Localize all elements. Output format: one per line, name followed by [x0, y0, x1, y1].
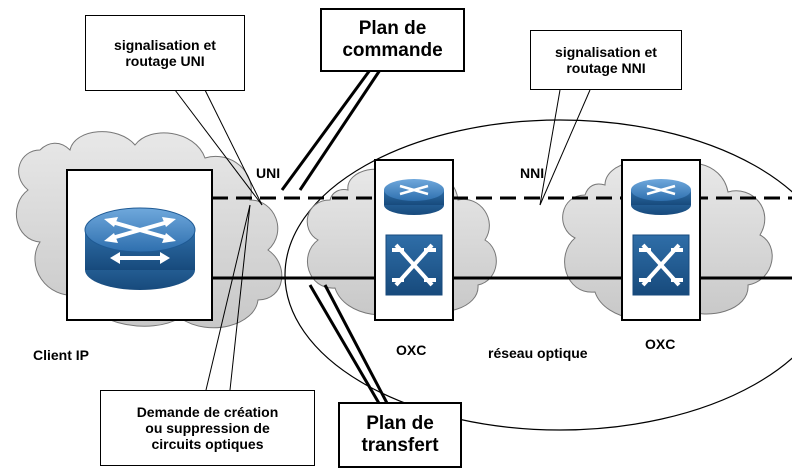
oxc-right-node — [621, 159, 701, 321]
request-line3: circuits optiques — [151, 436, 264, 452]
nni-signal-line1: signalisation et — [555, 44, 657, 60]
command-plane-pointer — [280, 69, 382, 191]
uni-signal-callout: signalisation et routage UNI — [85, 15, 245, 91]
command-plane-line2: commande — [342, 40, 443, 61]
nni-signal-line2: routage NNI — [566, 60, 646, 76]
transfer-plane-line1: Plan de — [366, 413, 434, 434]
callout-pointers — [174, 89, 591, 391]
client-ip-label: Client IP — [33, 347, 90, 363]
command-plane-box: Plan de commande — [320, 8, 465, 72]
uni-signal-line1: signalisation et — [114, 37, 216, 53]
request-line2: ou suppression de — [145, 420, 270, 436]
optical-network-label: réseau optique — [488, 345, 588, 361]
oxc-right-label: OXC — [645, 336, 676, 352]
transfer-plane-pointer — [308, 284, 390, 406]
transfer-plane-line2: transfert — [361, 435, 439, 456]
nni-signal-callout: signalisation et routage NNI — [530, 30, 682, 90]
oxc-left-node — [374, 159, 454, 321]
oxc-left-label: OXC — [396, 342, 427, 358]
uni-signal-line2: routage UNI — [125, 53, 205, 69]
uni-label: UNI — [256, 165, 281, 181]
transfer-plane-box: Plan de transfert — [338, 402, 462, 468]
request-callout: Demande de création ou suppression de ci… — [100, 390, 315, 466]
request-line1: Demande de création — [136, 404, 279, 420]
client-router — [66, 169, 213, 321]
nni-label: NNI — [520, 165, 545, 181]
command-plane-line1: Plan de — [358, 18, 427, 39]
